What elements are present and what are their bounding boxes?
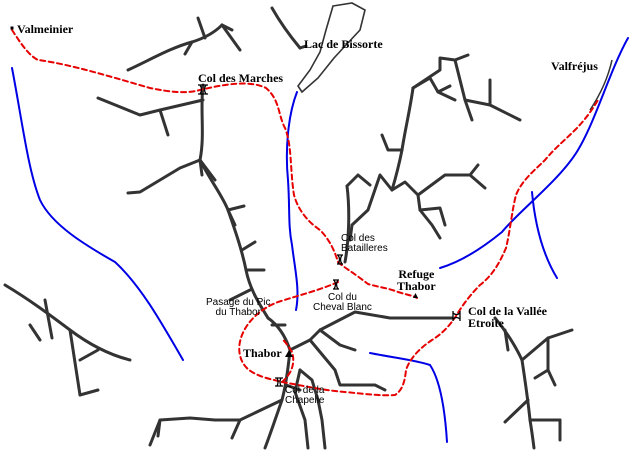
ridge	[503, 398, 530, 424]
river	[369, 352, 448, 443]
ridge	[68, 328, 82, 397]
ridge	[220, 23, 242, 52]
label-passage-pic-thabor: Pasage du Pic du Thabor	[206, 297, 271, 318]
ridge	[220, 23, 234, 32]
ridge	[318, 328, 357, 352]
route-main	[11, 29, 418, 299]
ridge	[293, 368, 310, 450]
ridge	[198, 83, 270, 320]
label-lac-bissorte: Lac de Bissorte	[304, 37, 383, 51]
village-icon	[10, 26, 14, 30]
ridge	[240, 240, 257, 252]
ridge	[298, 44, 308, 50]
label-valfrejus: Valfréjus	[551, 59, 598, 73]
label-col-du-cheval-blanc: Col du Cheval Blanc	[313, 292, 372, 313]
refuge-icon	[413, 293, 418, 298]
label-col-des-batailleres: Col des Batailleres	[341, 233, 388, 254]
pass-icon	[333, 279, 339, 290]
ridge	[468, 173, 487, 190]
label-valmeinier: Valmeinier	[17, 22, 74, 36]
label-thabor: Thabor	[243, 346, 282, 360]
ridge	[463, 98, 522, 122]
ridge	[411, 53, 470, 90]
ridge	[198, 158, 217, 182]
river	[11, 67, 184, 361]
route-east	[281, 99, 599, 397]
ridge	[298, 368, 327, 450]
pass-icon	[337, 254, 343, 265]
ridge	[183, 40, 194, 56]
label-col-de-la-chapelle: Col de la Chapelle	[285, 385, 325, 406]
river	[439, 37, 629, 269]
pass-icon	[275, 377, 283, 387]
ridge	[78, 388, 100, 397]
ridge	[436, 90, 457, 102]
ridge	[343, 184, 351, 264]
ridge	[158, 108, 170, 137]
ridge	[3, 283, 132, 362]
ridge	[148, 416, 217, 447]
ridge	[228, 288, 252, 302]
ridge	[96, 96, 205, 117]
ridge	[28, 323, 42, 342]
river	[285, 91, 299, 311]
lake-bissorte	[297, 2, 366, 94]
ridge	[196, 16, 207, 40]
ridge	[390, 86, 415, 192]
ridge	[270, 6, 302, 50]
ridge	[493, 316, 536, 450]
ridge	[230, 418, 242, 440]
ridges	[3, 6, 574, 450]
rivers	[11, 37, 629, 443]
ridge	[43, 298, 54, 340]
label-refuge-thabor: Refuge Thabor	[397, 267, 436, 293]
ridge	[263, 316, 292, 450]
ridge	[226, 208, 237, 227]
ridge	[213, 398, 284, 422]
summit-icon	[285, 350, 293, 357]
route-loop	[238, 281, 339, 383]
ridge	[546, 336, 557, 387]
ridge	[78, 348, 100, 362]
ridge	[418, 206, 447, 227]
pass-icon	[198, 84, 208, 95]
ridge	[226, 204, 246, 212]
ridge	[453, 58, 474, 122]
ridge	[308, 338, 387, 392]
label-col-vallee-etroite: Col de la Vallée Etroite	[468, 304, 548, 330]
pass-icon	[452, 311, 461, 321]
river	[531, 191, 558, 279]
ski-lift	[589, 59, 613, 111]
ridge	[416, 163, 480, 197]
ridge	[345, 173, 372, 188]
ridge	[126, 23, 224, 72]
label-col-des-marches: Col des Marches	[198, 71, 284, 85]
ridge	[126, 158, 202, 195]
ridge	[503, 328, 510, 352]
ridge	[533, 368, 550, 380]
ridge	[380, 133, 404, 152]
ridge	[284, 383, 302, 392]
route-thabor	[281, 337, 295, 383]
routes	[11, 29, 599, 397]
ridge	[390, 180, 442, 240]
ridge	[348, 173, 394, 242]
ridge	[156, 418, 162, 438]
